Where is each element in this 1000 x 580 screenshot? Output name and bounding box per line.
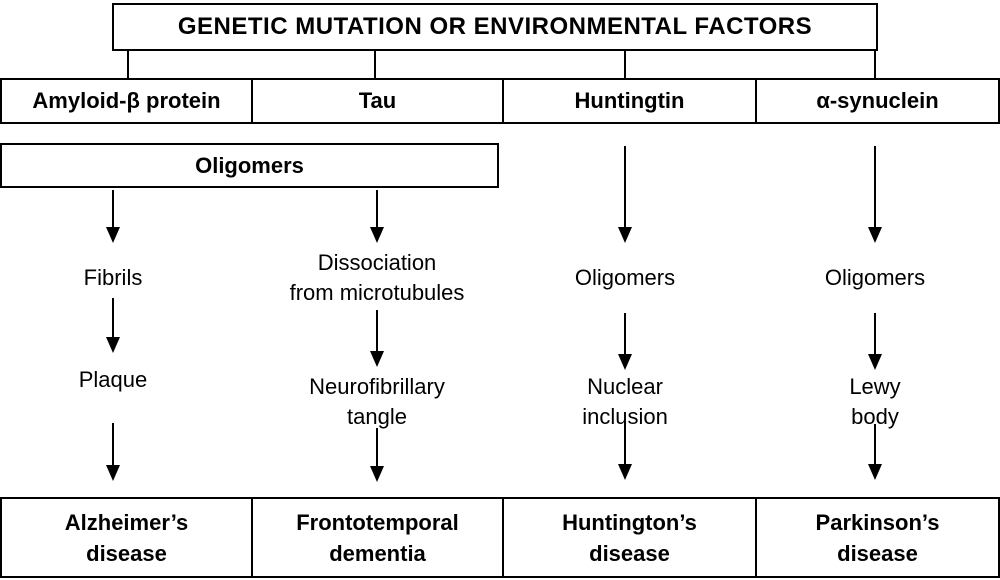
label-neurofibrillary-tangle: Neurofibrillary tangle xyxy=(309,374,445,429)
disease-label-huntingtons: Huntington’s disease xyxy=(562,509,697,566)
protein-label-tau: Tau xyxy=(358,88,397,113)
connector-line-huntingtin xyxy=(624,49,626,78)
disease-box-alzheimers: Alzheimer’s disease xyxy=(0,497,253,578)
arrow-lewy-body-to-parkinsons xyxy=(868,424,882,480)
disease-box-frontotemporal: Frontotemporal dementia xyxy=(251,497,504,578)
arrow-oligomers-to-fibrils xyxy=(106,190,120,243)
oligomers-box-label: Oligomers xyxy=(195,152,304,178)
label-lewy-body: Lewy body xyxy=(849,374,901,429)
protein-label-synuclein: α-synuclein xyxy=(816,88,939,113)
arrow-plaque-to-alzheimers xyxy=(106,423,120,481)
arrow-oligomers-to-dissociation xyxy=(370,190,384,243)
label-nuclear-inclusion: Nuclear inclusion xyxy=(582,374,668,429)
title-text: GENETIC MUTATION OR ENVIRONMENTAL FACTOR… xyxy=(177,13,813,40)
connector-line-amyloid xyxy=(127,49,129,78)
connector-line-tau xyxy=(374,49,376,78)
arrow-tangle-to-frontotemporal xyxy=(370,428,384,482)
disease-label-alzheimers: Alzheimer’s disease xyxy=(64,509,189,566)
arrow-dissociation-to-tangle xyxy=(370,310,384,367)
disease-box-parkinsons: Parkinson’s disease xyxy=(755,497,1000,578)
arrow-huntingtin-to-oligomers xyxy=(618,146,632,243)
disease-label-frontotemporal: Frontotemporal dementia xyxy=(296,509,459,566)
arrow-fibrils-to-plaque xyxy=(106,298,120,353)
arrow-synuclein-to-oligomers xyxy=(868,146,882,243)
label-plaque: Plaque xyxy=(78,367,148,392)
protein-box-huntingtin: Huntingtin xyxy=(502,78,757,124)
label-dissociation: Dissociation from microtubules xyxy=(289,250,465,305)
label-oligomers-huntingtin: Oligomers xyxy=(574,265,676,290)
disease-label-parkinsons: Parkinson’s disease xyxy=(815,509,940,566)
oligomers-box: Oligomers xyxy=(0,143,499,188)
arrow-oligomers-to-lewy-body xyxy=(868,313,882,370)
protein-box-amyloid: Amyloid-β protein xyxy=(0,78,253,124)
label-oligomers-synuclein: Oligomers xyxy=(824,265,926,290)
title-box: GENETIC MUTATION OR ENVIRONMENTAL FACTOR… xyxy=(112,3,878,51)
protein-label-huntingtin: Huntingtin xyxy=(574,88,685,113)
protein-box-tau: Tau xyxy=(251,78,504,124)
connector-line-synuclein xyxy=(874,49,876,78)
disease-box-huntingtons: Huntington’s disease xyxy=(502,497,757,578)
arrow-oligomers-to-nuclear-inclusion xyxy=(618,313,632,370)
arrow-nuclear-inclusion-to-huntingtons xyxy=(618,421,632,480)
label-fibrils: Fibrils xyxy=(83,265,143,290)
protein-box-synuclein: α-synuclein xyxy=(755,78,1000,124)
protein-label-amyloid: Amyloid-β protein xyxy=(32,88,221,113)
